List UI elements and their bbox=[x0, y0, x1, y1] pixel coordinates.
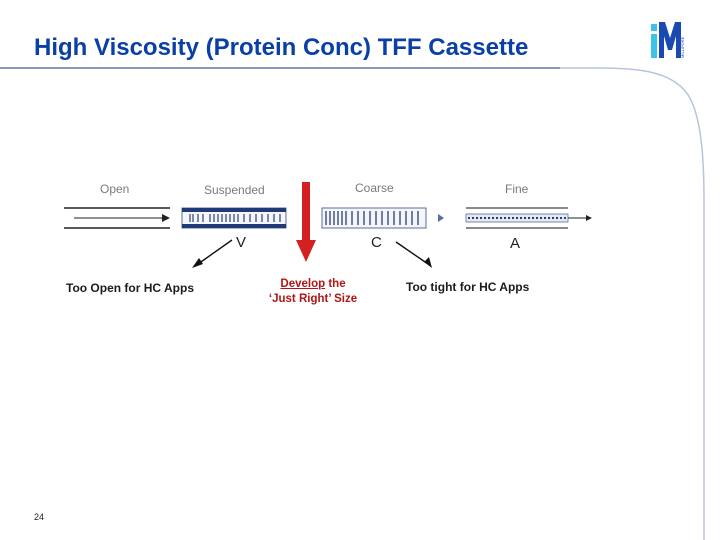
slide-title: High Viscosity (Protein Conc) TFF Casset… bbox=[34, 34, 529, 61]
fine-channel bbox=[465, 207, 592, 229]
logo-wordmark: MILLIPORE bbox=[680, 36, 685, 58]
develop-word: Develop bbox=[280, 278, 326, 290]
millipore-logo: MILLIPORE bbox=[651, 22, 685, 58]
label-develop: Develop the ‘Just Right’ Size bbox=[258, 277, 368, 307]
just-right-size: ‘Just Right’ Size bbox=[268, 293, 358, 305]
coarse-screen bbox=[321, 207, 444, 229]
stage-label-fine: Fine bbox=[505, 182, 529, 196]
label-too-tight: Too tight for HC Apps bbox=[406, 280, 530, 294]
page-number: 24 bbox=[34, 512, 45, 522]
letter-a: A bbox=[510, 235, 521, 252]
red-arrow-head bbox=[296, 240, 316, 262]
open-channel bbox=[64, 207, 170, 229]
develop-rest: the bbox=[325, 278, 346, 290]
red-arrow-shaft bbox=[302, 182, 310, 240]
stage-label-open: Open bbox=[100, 182, 130, 196]
arrow-right bbox=[395, 241, 429, 265]
stage-label-suspended: Suspended bbox=[204, 183, 265, 197]
arrow-left bbox=[197, 239, 233, 265]
stage-label-coarse: Coarse bbox=[355, 181, 394, 195]
letter-c: C bbox=[371, 234, 382, 251]
suspended-screen bbox=[181, 207, 287, 229]
label-too-open: Too Open for HC Apps bbox=[66, 281, 194, 295]
letter-v: V bbox=[236, 234, 247, 251]
header-rule bbox=[0, 67, 705, 540]
